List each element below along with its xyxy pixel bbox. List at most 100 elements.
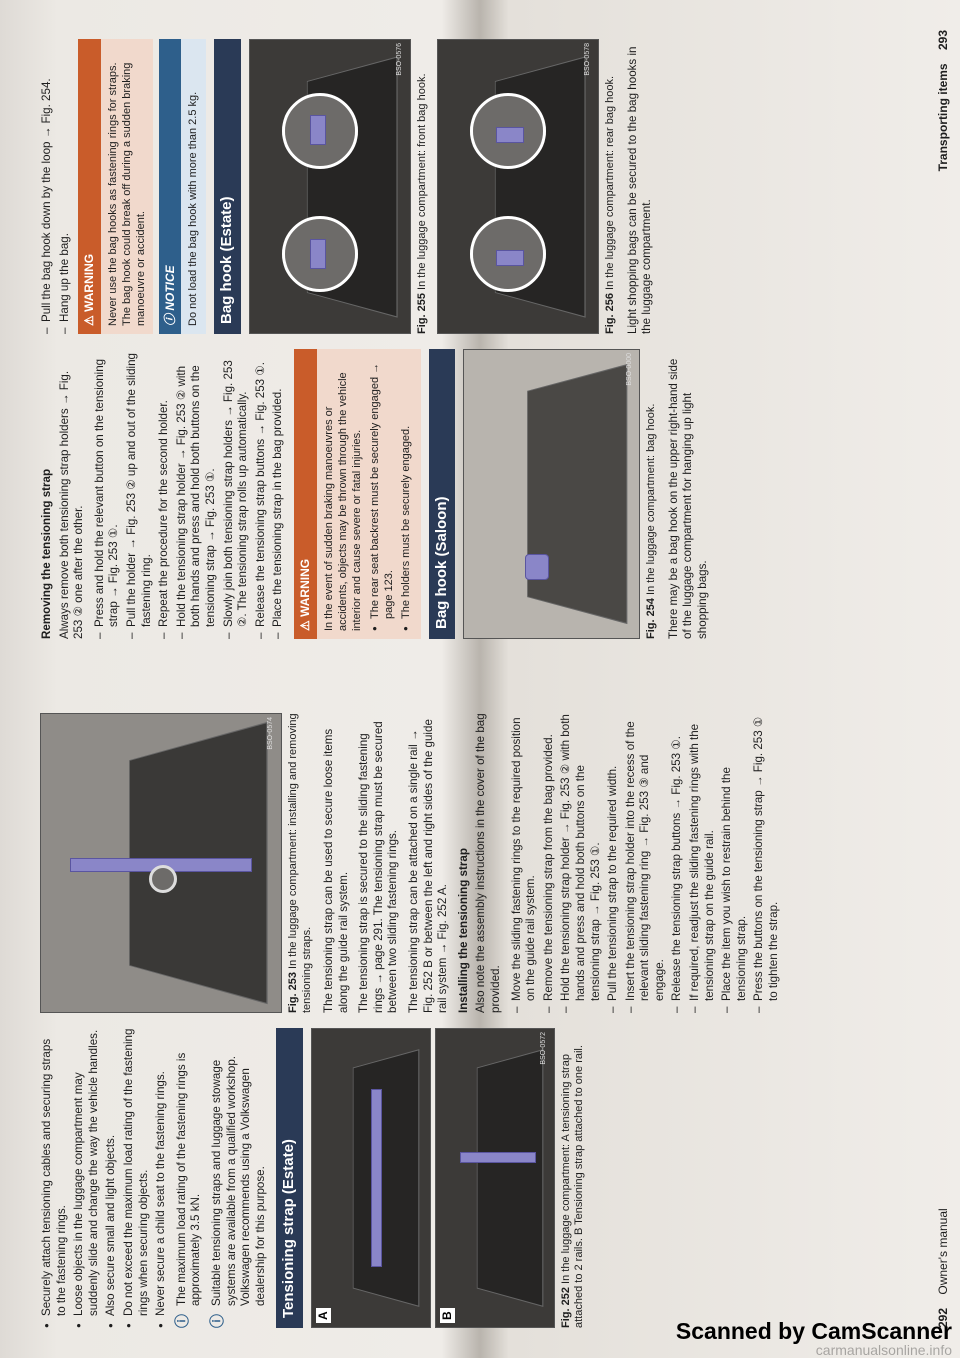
- section-heading: Bag hook (Estate): [213, 39, 241, 334]
- figure-number: Fig. 254: [645, 598, 658, 639]
- bullet-item: Also secure small and light objects.: [104, 1028, 119, 1328]
- step-item: Slowly join both tensioning strap holder…: [222, 349, 251, 639]
- figure-caption-text: In the luggage compartment: A tensioning…: [559, 1045, 586, 1328]
- paragraph: Also note the assembly instructions in t…: [474, 713, 502, 1013]
- luggage-floor: [353, 1048, 420, 1308]
- scanner-watermark: Scanned by CamScanner: [675, 1318, 952, 1344]
- figure-254-photo: BSO-0000: [463, 349, 641, 639]
- figure-label-b: B: [439, 1308, 455, 1323]
- figure-code: BSO-0574: [267, 717, 275, 750]
- warning-box: ⚠ WARNING Never use the bag hooks as fas…: [78, 39, 153, 334]
- subheading: Installing the tensioning strap: [456, 848, 470, 1013]
- running-title: Transporting items: [936, 63, 950, 172]
- bag-hook-shape: [495, 249, 524, 266]
- notice-box: ⓘ NOTICE Do not load the bag hook with m…: [158, 39, 206, 334]
- figure-code: BSO-0578: [584, 43, 592, 76]
- step-item: Hang up the bag.: [58, 39, 73, 334]
- warning-title-text: WARNING: [297, 558, 312, 617]
- figure-caption-text: In the luggage compartment: bag hook.: [645, 403, 658, 595]
- notice-title-text: NOTICE: [162, 265, 177, 311]
- left-footer: 292 Owner's manual: [936, 1208, 950, 1328]
- step-item: Hold the tensioning strap holder → Fig. …: [559, 713, 603, 1013]
- paragraph: The tensioning strap is secured to the s…: [357, 721, 400, 1013]
- bag-hook-shape: [310, 238, 327, 269]
- step-item: Place the item you wish to restrain behi…: [720, 713, 749, 1013]
- paragraph: The tensioning strap can be used to secu…: [322, 728, 350, 1013]
- warning-box: ⚠ WARNING In the event of sudden braking…: [293, 349, 421, 639]
- step-item: Press the buttons on the tensioning stra…: [752, 713, 781, 1013]
- step-item: Insert the tensioning strap holder into …: [624, 713, 668, 1013]
- paragraph: Always remove both tensioning strap hold…: [57, 370, 86, 639]
- paragraph: There may be a bag hook on the upper rig…: [666, 358, 709, 639]
- figure-caption: Fig. 255 In the luggage compartment: fro…: [416, 39, 430, 334]
- step-item: Remove the tensioning strap from the bag…: [542, 713, 557, 1013]
- strap-shape: [459, 1152, 537, 1164]
- step-item: Release the tensioning strap buttons → F…: [670, 713, 685, 1013]
- figure-caption: Fig. 252 In the luggage compartment: A t…: [560, 1028, 587, 1328]
- fastening-ring: [149, 864, 177, 893]
- page-number: 293: [936, 30, 950, 51]
- warning-body: In the event of sudden braking manoeuvre…: [316, 349, 421, 639]
- figure-number: Fig. 255: [415, 293, 428, 334]
- step-item: Hold the tensioning strap holder → Fig. …: [175, 349, 219, 639]
- section-heading: Tensioning strap (Estate): [276, 1028, 303, 1328]
- luggage-floor: [477, 1048, 544, 1308]
- step-item: Pull the bag hook down by the loop → Fig…: [40, 39, 55, 334]
- step-item: Pull the holder → Fig. 253 ② up and out …: [125, 349, 154, 639]
- paragraph: Light shopping bags can be secured to th…: [625, 46, 654, 334]
- bag-hook-shape: [310, 115, 327, 146]
- figure-caption-text: In the luggage compartment: installing a…: [287, 713, 313, 1013]
- warning-title-text: WARNING: [82, 253, 97, 312]
- step-item: Pull the tensioning strap to the require…: [606, 713, 621, 1013]
- paragraph: The tensioning strap can be attached on …: [406, 719, 450, 1013]
- figure-255-photo: BSO-0576: [248, 39, 411, 334]
- warning-body: Never use the bag hooks as fastening rin…: [100, 39, 153, 334]
- notice-body: Do not load the bag hook with more than …: [181, 39, 206, 334]
- bag-hook-shape: [495, 126, 524, 143]
- step-item: Move the sliding fastening rings to the …: [510, 713, 539, 1013]
- figure-caption: Fig. 254 In the luggage compartment: bag…: [645, 349, 659, 639]
- warning-text: In the event of sudden braking manoeuvre…: [322, 372, 363, 631]
- luggage-floor: [526, 363, 627, 625]
- bag-hook-shape: [525, 554, 550, 581]
- figure-caption: Fig. 253 In the luggage compartment: ins…: [287, 713, 314, 1013]
- tip-text: The maximum load rating of the fastening…: [174, 1052, 203, 1306]
- right-footer: Transporting items 293: [936, 30, 950, 171]
- figure-256-photo: BSO-0578: [437, 39, 600, 334]
- step-item: Press and hold the relevant button on th…: [93, 349, 122, 639]
- figure-code: BSO-0572: [540, 1032, 548, 1065]
- strap-shape: [370, 1088, 382, 1268]
- right-page: Removing the tensioning strap Always rem…: [0, 0, 960, 679]
- figure-label-a: A: [315, 1308, 331, 1323]
- bullet-item: Loose objects in the luggage compartment…: [72, 1028, 101, 1328]
- figure-number: Fig. 253: [287, 972, 299, 1013]
- figure-252-photo-b: B BSO-0572: [434, 1028, 555, 1328]
- warning-title: ⚠ WARNING: [293, 349, 317, 639]
- info-icon: ⓘ: [173, 1314, 190, 1328]
- figure-253-photo: BSO-0574: [40, 713, 282, 1013]
- tip-block: ⓘ Suitable tensioning straps and luggage…: [208, 1028, 268, 1328]
- step-item: Release the tensioning strap buttons → F…: [254, 349, 269, 639]
- notice-title: ⓘ NOTICE: [158, 39, 182, 334]
- section-heading: Bag hook (Saloon): [428, 349, 456, 639]
- left-column-1: Securely attach tensioning cables and se…: [40, 1028, 595, 1328]
- bullet-item: Never secure a child seat to the fasteni…: [154, 1028, 169, 1328]
- step-item: Place the tensioning strap in the bag pr…: [271, 349, 286, 639]
- info-icon: ⓘ: [208, 1314, 225, 1328]
- figure-number: Fig. 256: [604, 293, 617, 334]
- figure-number: Fig. 252: [559, 1287, 572, 1328]
- figure-caption: Fig. 256 In the luggage compartment: rea…: [604, 39, 618, 334]
- tip-text: Suitable tensioning straps and luggage s…: [209, 1055, 267, 1306]
- left-column-2: BSO-0574 Fig. 253 In the luggage compart…: [40, 713, 785, 1013]
- warning-bullet: The rear seat backrest must be securely …: [368, 357, 396, 631]
- figure-caption-text: In the luggage compartment: rear bag hoo…: [604, 75, 617, 290]
- warning-bullet: The holders must be securely engaged.: [399, 357, 413, 631]
- bullet-item: Do not exceed the maximum load rating of…: [122, 1028, 151, 1328]
- bullet-item: Securely attach tensioning cables and se…: [40, 1028, 69, 1328]
- step-item: If required, readjust the sliding fasten…: [688, 713, 717, 1013]
- left-page: Securely attach tensioning cables and se…: [0, 679, 960, 1358]
- subheading: Removing the tensioning strap: [40, 468, 53, 639]
- right-column-1: Removing the tensioning strap Always rem…: [40, 349, 716, 639]
